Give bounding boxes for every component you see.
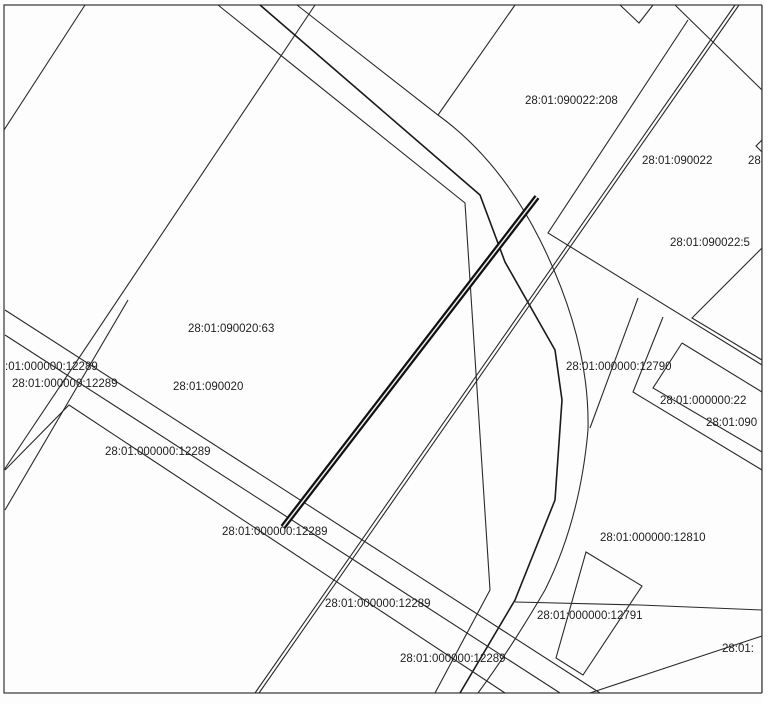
parcel-label: 28:01:000000:12289 (325, 598, 431, 610)
parcel-label: 28:01:090022:208 (525, 95, 618, 107)
parcel-label: 28:01:090020 (173, 381, 243, 393)
boundary-line (681, 342, 763, 393)
parcel-polygon (555, 551, 643, 676)
road-12289-line (4, 404, 506, 694)
boundary-line (691, 247, 763, 361)
parcel-label: 28:01:090022 (642, 155, 712, 167)
parcel-label: 28:01:090022:5 (670, 237, 750, 249)
parcel-label: 28:01:000000:12289 (222, 526, 328, 538)
boundary-line (589, 297, 639, 429)
double-line-a (254, 4, 736, 694)
parcel-label: 28:01:090 (706, 417, 757, 429)
boundary-line (3, 4, 86, 131)
parcel-label: 28:01:000000:12289 (105, 446, 211, 458)
parcel-label: 28:01:090020:63 (188, 323, 274, 335)
boundary-line (437, 4, 516, 116)
road-12289-line (4, 334, 561, 694)
boundary-line (547, 19, 763, 366)
boundary-line (755, 139, 763, 153)
boundary-line (619, 4, 654, 24)
parcel-label: 28:01:000000:12791 (537, 610, 643, 622)
right-margin (762, 0, 768, 704)
road-boundary-inner (259, 4, 563, 694)
boundary-line (674, 4, 763, 91)
parcel-label: 28:01:000000:12790 (566, 361, 672, 373)
boundary-line (4, 299, 129, 511)
parcel-label: 28:01:000000:12810 (600, 532, 706, 544)
parcel-label: 28:01:000000:12289 (12, 378, 118, 390)
double-line-b (258, 4, 740, 694)
parcel-label: :01:000000:12289 (5, 361, 98, 373)
boundary-line (217, 4, 491, 694)
parcel-label: 28 (748, 155, 761, 167)
parcel-boundaries (3, 4, 763, 694)
parcel-label: 28:01: (722, 643, 754, 655)
parcel-labels: 28:01:090022:208 28:01:090022 28 28:01:0… (5, 95, 761, 665)
boundary-line (514, 601, 763, 611)
planned-linear-object[interactable] (280, 195, 540, 529)
boundary-line (3, 4, 316, 471)
boundary-line (589, 635, 763, 694)
road-boundary-outer (296, 4, 589, 694)
parcel-label: 28:01:000000:22 (660, 395, 746, 407)
boundary-line (632, 316, 763, 471)
map-frame (3, 4, 763, 694)
boundary-line (652, 342, 763, 453)
parcel-label: 28:01:000000:12289 (400, 653, 506, 665)
